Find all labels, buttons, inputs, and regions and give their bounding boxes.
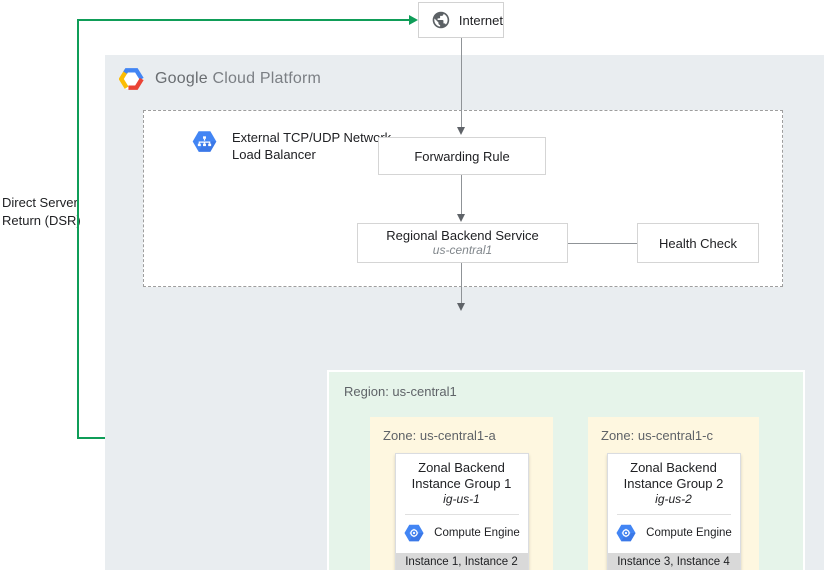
dsr-path-vertical-line (77, 19, 79, 439)
group2-instances: Instance 3, Instance 4 (607, 553, 740, 570)
group1-title-line2: Instance Group 1 (411, 476, 512, 491)
dsr-label: Direct Server Return (DSR) (2, 194, 81, 230)
instance-group-card-1: Zonal Backend Instance Group 1 ig-us-1 (394, 453, 529, 570)
instance-group-card-2: Zonal Backend Instance Group 2 ig-us-2 (606, 453, 741, 570)
zone-box-us-central1-c: Zone: us-central1-c Zonal Backend Instan… (588, 417, 759, 570)
gcp-brand-text: Google (155, 70, 208, 87)
backend-service-subtitle: us-central1 (432, 243, 493, 257)
network-lb-icon (192, 131, 217, 152)
dsr-label-line1: Direct Server (2, 195, 78, 210)
dsr-arrowhead-to-internet (409, 15, 418, 25)
arrowhead-to-forwarding-rule (457, 127, 465, 135)
group2-title-line1: Zonal Backend (630, 460, 717, 475)
line-backend-service-to-region (461, 263, 462, 304)
zone-a-label: Zone: us-central1-a (383, 428, 496, 443)
lb-title-line2: Load Balancer (232, 147, 316, 162)
backend-service-node: Regional Backend Service us-central1 (357, 223, 568, 263)
zone-box-us-central1-a: Zone: us-central1-a Zonal Backend Instan… (370, 417, 553, 570)
dsr-label-line2: Return (DSR) (2, 213, 81, 228)
gcp-header: Google Cloud Platform (119, 68, 321, 90)
group1-title-line1: Zonal Backend (418, 460, 505, 475)
backend-service-title: Regional Backend Service (386, 228, 539, 243)
line-backend-service-to-health-check (568, 243, 637, 244)
region-box: Region: us-central1 Zone: us-central1-a … (327, 370, 805, 570)
group1-instances: Instance 1, Instance 2 (395, 553, 528, 570)
compute-engine-icon (404, 524, 424, 542)
line-internet-to-forwarding-rule (461, 38, 462, 128)
internet-node: Internet (418, 2, 504, 38)
group2-name: ig-us-2 (655, 492, 692, 506)
forwarding-rule-label: Forwarding Rule (414, 148, 510, 164)
compute-engine-icon (616, 524, 636, 542)
lb-title-line1: External TCP/UDP Network (232, 130, 392, 145)
dsr-path-top-line (79, 19, 409, 21)
load-balancer-title: External TCP/UDP Network Load Balancer (191, 128, 391, 163)
zone-c-label: Zone: us-central1-c (601, 428, 713, 443)
region-label: Region: us-central1 (344, 384, 457, 399)
card-divider (616, 514, 731, 515)
gcp-product-text: Cloud Platform (212, 70, 322, 87)
card-divider (404, 514, 519, 515)
group2-title-line2: Instance Group 2 (623, 476, 724, 491)
arrowhead-to-backend-service (457, 214, 465, 222)
group1-name: ig-us-1 (443, 492, 480, 506)
compute-engine-label: Compute Engine (434, 527, 520, 539)
health-check-label: Health Check (658, 235, 738, 251)
line-forwarding-rule-to-backend-service (461, 175, 462, 215)
arrowhead-to-region (457, 303, 465, 311)
forwarding-rule-node: Forwarding Rule (378, 137, 546, 175)
internet-label: Internet (458, 12, 503, 28)
compute-engine-label: Compute Engine (646, 527, 732, 539)
gcp-wordmark: Google Cloud Platform (155, 70, 321, 88)
gcp-logo-icon (119, 68, 144, 90)
health-check-node: Health Check (637, 223, 759, 263)
internet-globe-icon (432, 11, 450, 29)
compute-engine-row: Compute Engine (608, 515, 740, 553)
gcp-platform-panel: Google Cloud Platform External TCP/UDP N… (105, 55, 824, 570)
compute-engine-row: Compute Engine (396, 515, 528, 553)
